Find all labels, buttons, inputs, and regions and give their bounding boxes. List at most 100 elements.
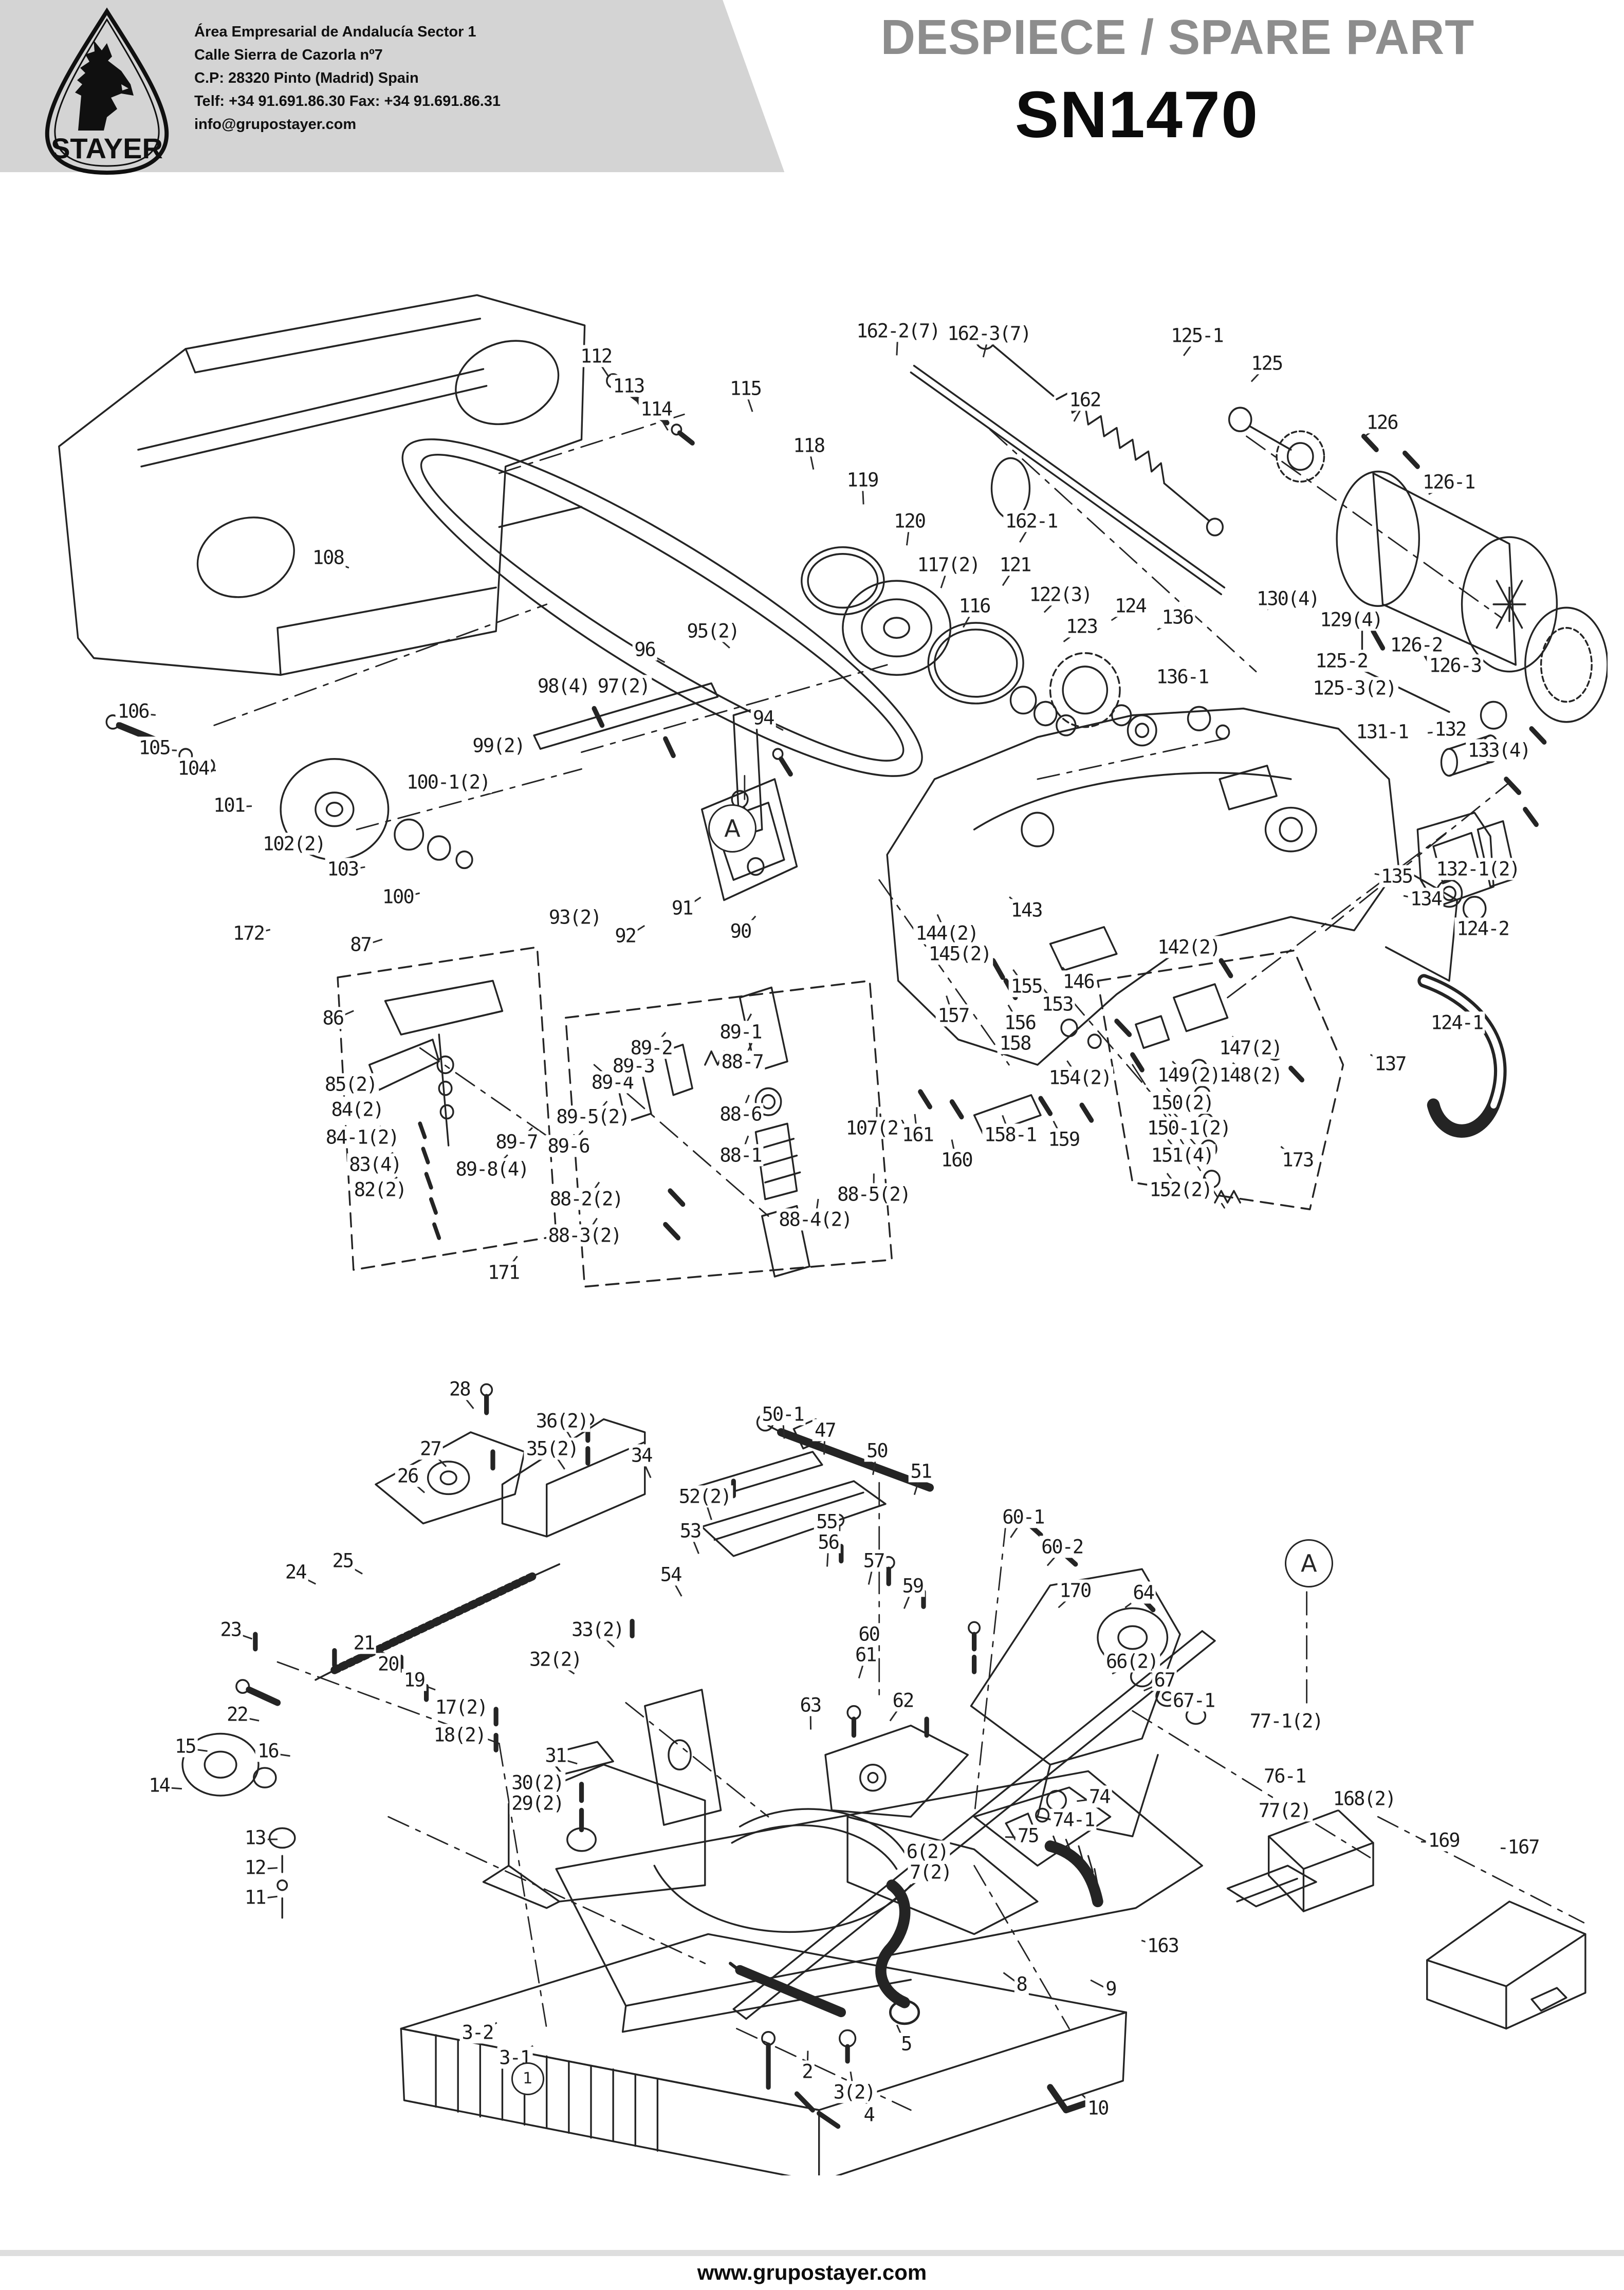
part-label-150(2): 150(2) bbox=[1149, 1092, 1216, 1114]
part-label-108: 108 bbox=[310, 546, 346, 569]
part-label-33(2): 33(2) bbox=[569, 1618, 626, 1641]
part-label-142(2): 142(2) bbox=[1155, 936, 1222, 958]
part-label-154(2): 154(2) bbox=[1046, 1066, 1114, 1089]
part-label-158-1: 158-1 bbox=[982, 1123, 1039, 1146]
part-label-129(4): 129(4) bbox=[1318, 608, 1385, 631]
part-label-13: 13 bbox=[242, 1826, 268, 1849]
part-label-156: 156 bbox=[1002, 1011, 1038, 1034]
part-label-64: 64 bbox=[1131, 1581, 1156, 1604]
part-label-121: 121 bbox=[997, 553, 1033, 576]
part-label-125: 125 bbox=[1249, 352, 1285, 374]
part-label-99(2): 99(2) bbox=[470, 734, 527, 756]
footer-website[interactable]: www.grupostayer.com bbox=[697, 2260, 927, 2284]
part-label-27: 27 bbox=[418, 1437, 443, 1460]
part-label-148(2): 148(2) bbox=[1217, 1064, 1284, 1086]
detail-marker-A: A bbox=[708, 804, 756, 853]
part-label-105: 105 bbox=[136, 736, 172, 759]
part-label-131-1: 131-1 bbox=[1354, 721, 1410, 743]
part-label-16: 16 bbox=[255, 1740, 281, 1762]
part-label-116: 116 bbox=[956, 595, 992, 617]
part-label-123: 123 bbox=[1064, 615, 1099, 638]
part-label-21: 21 bbox=[351, 1632, 377, 1654]
footer-divider bbox=[0, 2250, 1624, 2256]
part-label-145(2): 145(2) bbox=[926, 943, 993, 965]
part-label-124: 124 bbox=[1112, 595, 1148, 617]
part-label-147(2): 147(2) bbox=[1217, 1037, 1284, 1059]
part-label-5: 5 bbox=[899, 2033, 914, 2055]
part-label-86: 86 bbox=[320, 1007, 346, 1029]
part-label-114: 114 bbox=[638, 397, 674, 420]
part-label-91: 91 bbox=[669, 897, 695, 919]
lower-diagram-art bbox=[181, 1383, 1586, 2176]
stayer-logo: STAYER bbox=[30, 7, 184, 175]
part-label-130(4): 130(4) bbox=[1254, 587, 1321, 610]
part-label-137: 137 bbox=[1372, 1052, 1408, 1075]
part-label-76-1: 76-1 bbox=[1261, 1765, 1308, 1787]
part-label-32(2): 32(2) bbox=[527, 1648, 584, 1670]
part-label-135: 135 bbox=[1379, 864, 1415, 887]
part-label-102(2): 102(2) bbox=[261, 833, 327, 855]
part-label-12: 12 bbox=[242, 1856, 268, 1879]
part-label-118: 118 bbox=[791, 434, 827, 457]
part-label-115: 115 bbox=[728, 377, 763, 399]
part-label-50: 50 bbox=[864, 1439, 890, 1462]
part-label-19: 19 bbox=[401, 1669, 427, 1691]
part-label-113: 113 bbox=[611, 375, 647, 397]
part-label-20: 20 bbox=[375, 1652, 401, 1675]
part-label-172: 172 bbox=[231, 922, 266, 945]
part-label-47: 47 bbox=[812, 1419, 838, 1442]
part-label-89-4: 89-4 bbox=[589, 1071, 635, 1094]
part-label-98(4): 98(4) bbox=[535, 675, 592, 697]
model-number: SN1470 bbox=[1014, 78, 1259, 152]
part-label-85(2): 85(2) bbox=[322, 1073, 379, 1096]
part-label-89-5(2): 89-5(2) bbox=[554, 1105, 632, 1128]
part-label-31: 31 bbox=[543, 1744, 568, 1767]
part-label-77(2): 77(2) bbox=[1256, 1799, 1313, 1822]
part-label-89-7: 89-7 bbox=[493, 1130, 540, 1153]
part-label-11: 11 bbox=[242, 1886, 268, 1909]
part-label-168(2): 168(2) bbox=[1331, 1787, 1398, 1810]
part-label-151(4): 151(4) bbox=[1149, 1144, 1216, 1167]
part-label-67: 67 bbox=[1152, 1669, 1177, 1691]
part-label-103: 103 bbox=[325, 858, 361, 880]
part-label-35(2): 35(2) bbox=[524, 1437, 581, 1460]
company-address: Área Empresarial de Andalucía Sector 1 C… bbox=[194, 21, 501, 136]
part-label-18(2): 18(2) bbox=[431, 1723, 488, 1746]
part-label-29(2): 29(2) bbox=[509, 1792, 566, 1815]
part-label-146: 146 bbox=[1060, 970, 1096, 992]
part-label-57: 57 bbox=[861, 1549, 887, 1572]
part-label-6(2): 6(2) bbox=[904, 1840, 950, 1863]
part-label-88-4(2): 88-4(2) bbox=[777, 1208, 854, 1231]
part-label-23: 23 bbox=[218, 1618, 243, 1641]
address-line: C.P: 28320 Pinto (Madrid) Spain bbox=[194, 69, 419, 86]
part-label-132-1(2): 132-1(2) bbox=[1434, 858, 1522, 880]
part-label-134: 134 bbox=[1408, 888, 1444, 910]
part-label-63: 63 bbox=[798, 1694, 823, 1716]
part-label-54: 54 bbox=[658, 1563, 684, 1586]
part-label-89-1: 89-1 bbox=[717, 1020, 764, 1043]
part-label-120: 120 bbox=[892, 510, 928, 532]
part-label-143: 143 bbox=[1008, 899, 1044, 921]
part-label-52(2): 52(2) bbox=[676, 1485, 733, 1508]
part-label-2: 2 bbox=[800, 2060, 815, 2083]
part-label-94: 94 bbox=[750, 707, 776, 729]
part-label-50-1: 50-1 bbox=[760, 1403, 806, 1426]
part-label-126: 126 bbox=[1364, 411, 1400, 434]
part-label-100-1(2): 100-1(2) bbox=[404, 771, 492, 793]
part-label-88-5(2): 88-5(2) bbox=[835, 1183, 913, 1206]
part-label-84(2): 84(2) bbox=[329, 1098, 385, 1121]
address-line: info@grupostayer.com bbox=[194, 116, 357, 133]
part-label-162-1: 162-1 bbox=[1003, 510, 1060, 532]
part-label-97(2): 97(2) bbox=[595, 675, 652, 697]
part-label-53: 53 bbox=[677, 1520, 703, 1542]
detail-marker-A: A bbox=[1284, 1539, 1333, 1587]
part-label-88-7: 88-7 bbox=[719, 1050, 765, 1073]
part-label-10: 10 bbox=[1085, 2097, 1111, 2119]
detail-marker-1: 1 bbox=[511, 2062, 544, 2095]
part-label-8: 8 bbox=[1014, 1973, 1029, 1996]
part-label-87: 87 bbox=[348, 933, 373, 956]
part-label-162-3(7): 162-3(7) bbox=[945, 322, 1033, 344]
part-label-59: 59 bbox=[900, 1575, 926, 1597]
part-label-149(2): 149(2) bbox=[1155, 1064, 1222, 1086]
logo-wordmark: STAYER bbox=[51, 132, 163, 164]
